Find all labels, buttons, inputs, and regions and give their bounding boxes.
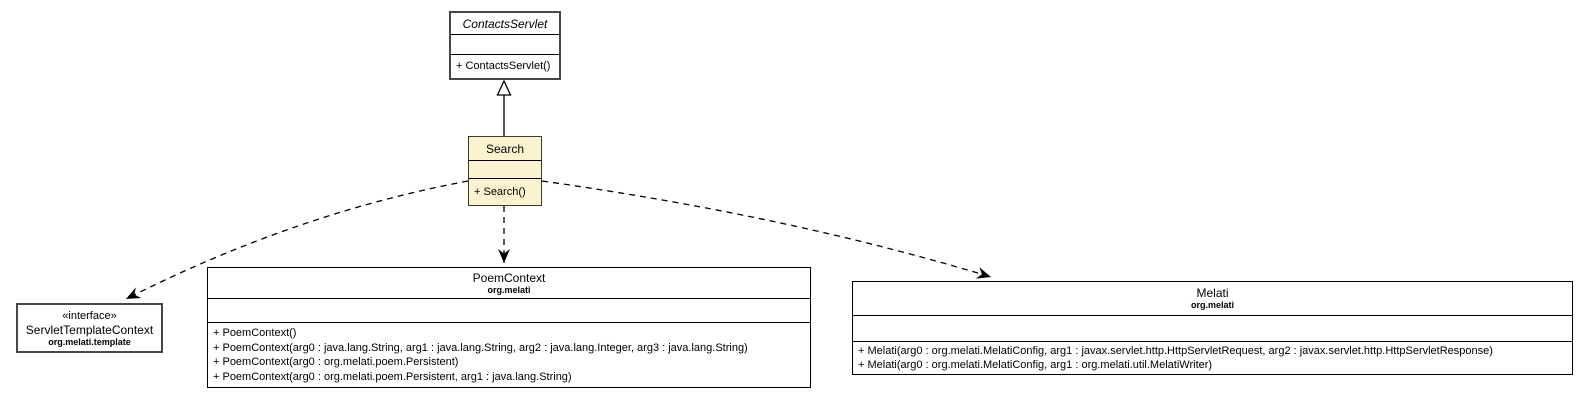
method-line: + PoemContext(arg0 : org.melati.poem.Per… <box>213 370 572 383</box>
class-title-compartment: ContactsServlet <box>451 13 559 35</box>
method-line: + PoemContext(arg0 : org.melati.poem.Per… <box>213 356 459 368</box>
class-title-compartment: PoemContext org.melati <box>208 268 810 299</box>
class-name: ServletTemplateContext <box>25 322 154 337</box>
method-line: + Search() <box>474 185 526 198</box>
class-name: Melati <box>1196 286 1229 300</box>
method-line: + Melati(arg0 : org.melati.MelatiConfig,… <box>858 359 1213 371</box>
class-box-poemcontext[interactable]: PoemContext org.melati + PoemContext() +… <box>207 267 811 388</box>
interface-stereotype: «interface» <box>62 309 117 322</box>
class-box-search[interactable]: Search + Search() <box>468 136 542 206</box>
class-attributes-compartment <box>469 161 541 179</box>
package-label: org.melati <box>1190 300 1234 310</box>
class-attributes-compartment <box>451 35 559 55</box>
class-methods-compartment: + Melati(arg0 : org.melati.MelatiConfig,… <box>853 342 1572 374</box>
method-line: + PoemContext(arg0 : java.lang.String, a… <box>213 341 748 354</box>
package-label: org.melati.template <box>48 336 131 347</box>
package-label: org.melati <box>487 284 531 295</box>
edge-dependency-search-melati <box>541 180 992 279</box>
class-attributes-compartment <box>208 299 810 323</box>
edge-generalization-search-contactsservlet <box>496 79 512 136</box>
class-name: ContactsServlet <box>462 16 548 31</box>
class-methods-compartment: + Search() <box>469 179 541 205</box>
method-line: + Melati(arg0 : org.melati.MelatiConfig,… <box>858 344 1493 357</box>
class-name: Search <box>485 141 525 156</box>
class-box-melati[interactable]: Melati org.melati + Melati(arg0 : org.me… <box>852 281 1573 375</box>
class-title-compartment: Search <box>469 137 541 161</box>
class-methods-compartment: + PoemContext() + PoemContext(arg0 : jav… <box>208 323 810 387</box>
class-attributes-compartment <box>853 316 1572 342</box>
method-line: + PoemContext() <box>213 327 297 339</box>
class-box-contactsservlet[interactable]: ContactsServlet + ContactsServlet() <box>449 11 561 80</box>
class-methods-compartment: + ContactsServlet() <box>451 55 559 78</box>
class-title-compartment: Melati org.melati <box>853 282 1572 316</box>
edge-dependency-search-servlettemplatecontext <box>125 180 469 300</box>
class-box-servlettemplatecontext[interactable]: «interface» ServletTemplateContext org.m… <box>16 303 163 353</box>
class-name: PoemContext <box>472 270 546 285</box>
method-line: + ContactsServlet() <box>456 60 551 73</box>
